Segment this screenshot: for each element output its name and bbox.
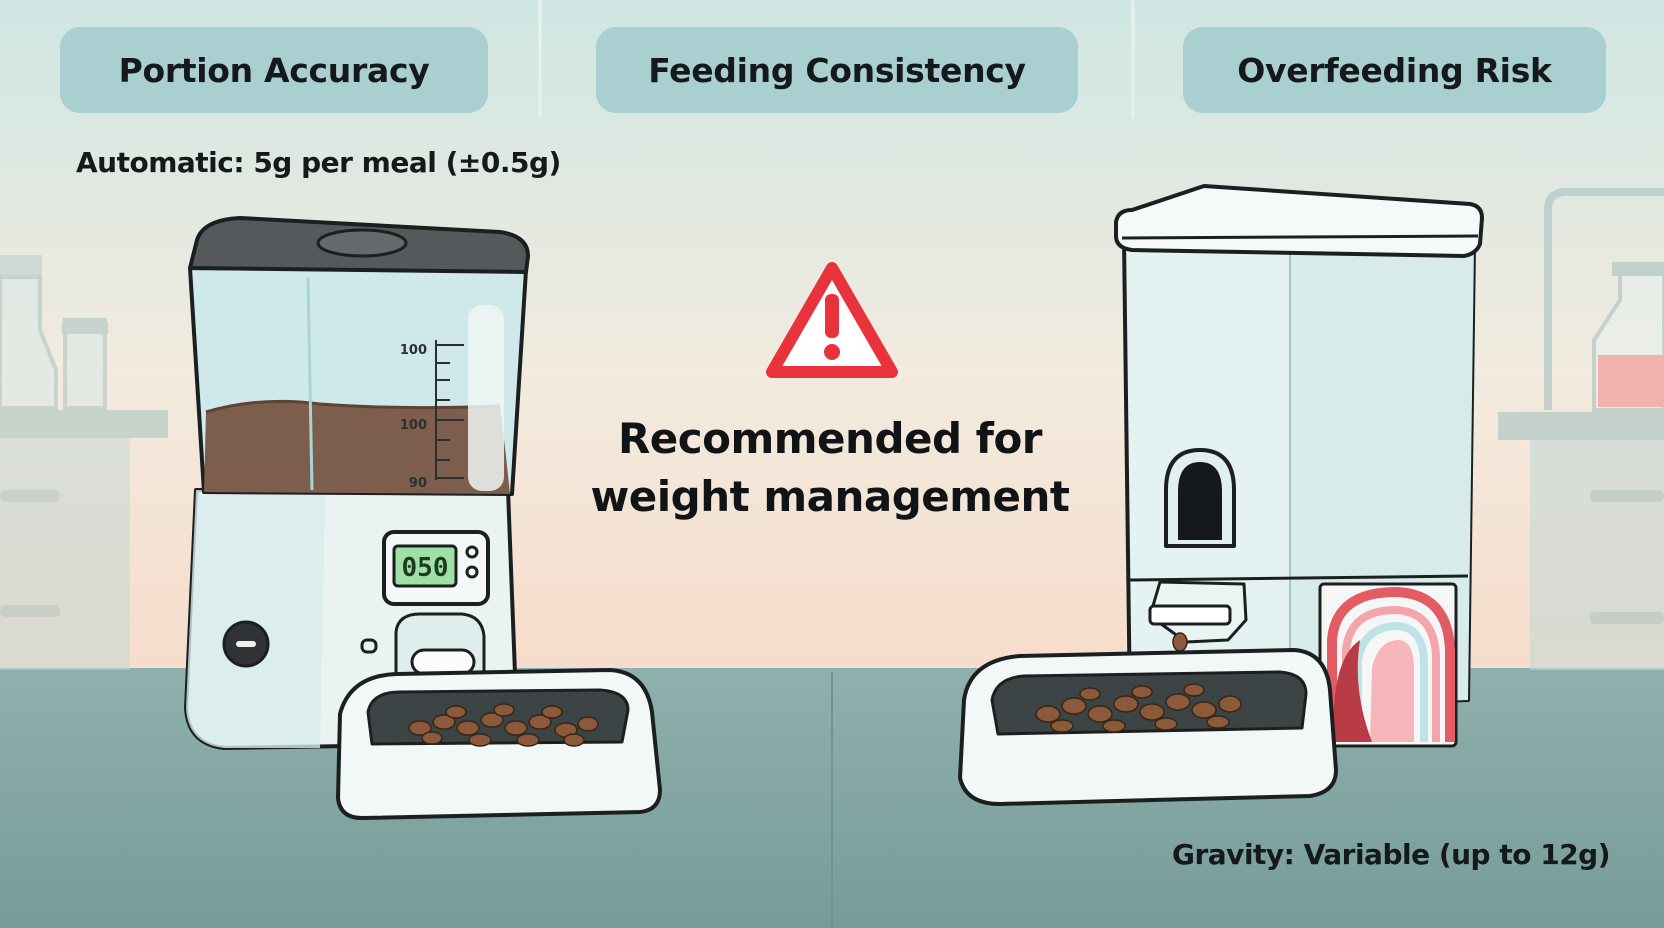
gravity-feeder — [958, 184, 1484, 806]
recommendation-text: Recommended for weight management — [560, 410, 1100, 526]
header-overfeeding-risk: Overfeeding Risk — [1183, 27, 1606, 113]
automatic-feeder-caption: Automatic: 5g per meal (±0.5g) — [76, 146, 561, 179]
scale-tick-label-middle: 100 — [400, 418, 427, 433]
lab-shelf-left — [0, 255, 168, 670]
gravity-feeder-caption: Gravity: Variable (up to 12g) — [1172, 838, 1611, 871]
warning-triangle-icon — [766, 262, 898, 378]
lcd-reading: 050 — [402, 553, 449, 583]
recommendation-line-2: weight management — [590, 472, 1070, 521]
recommendation-line-1: Recommended for — [617, 414, 1043, 463]
lab-shelf-right — [1498, 188, 1664, 670]
scale-tick-label-bottom: 90 — [409, 476, 427, 491]
automatic-feeder — [184, 216, 662, 820]
scale-tick-label-top: 100 — [400, 343, 427, 358]
header-feeding-consistency: Feeding Consistency — [596, 27, 1078, 113]
header-portion-accuracy: Portion Accuracy — [60, 27, 488, 113]
